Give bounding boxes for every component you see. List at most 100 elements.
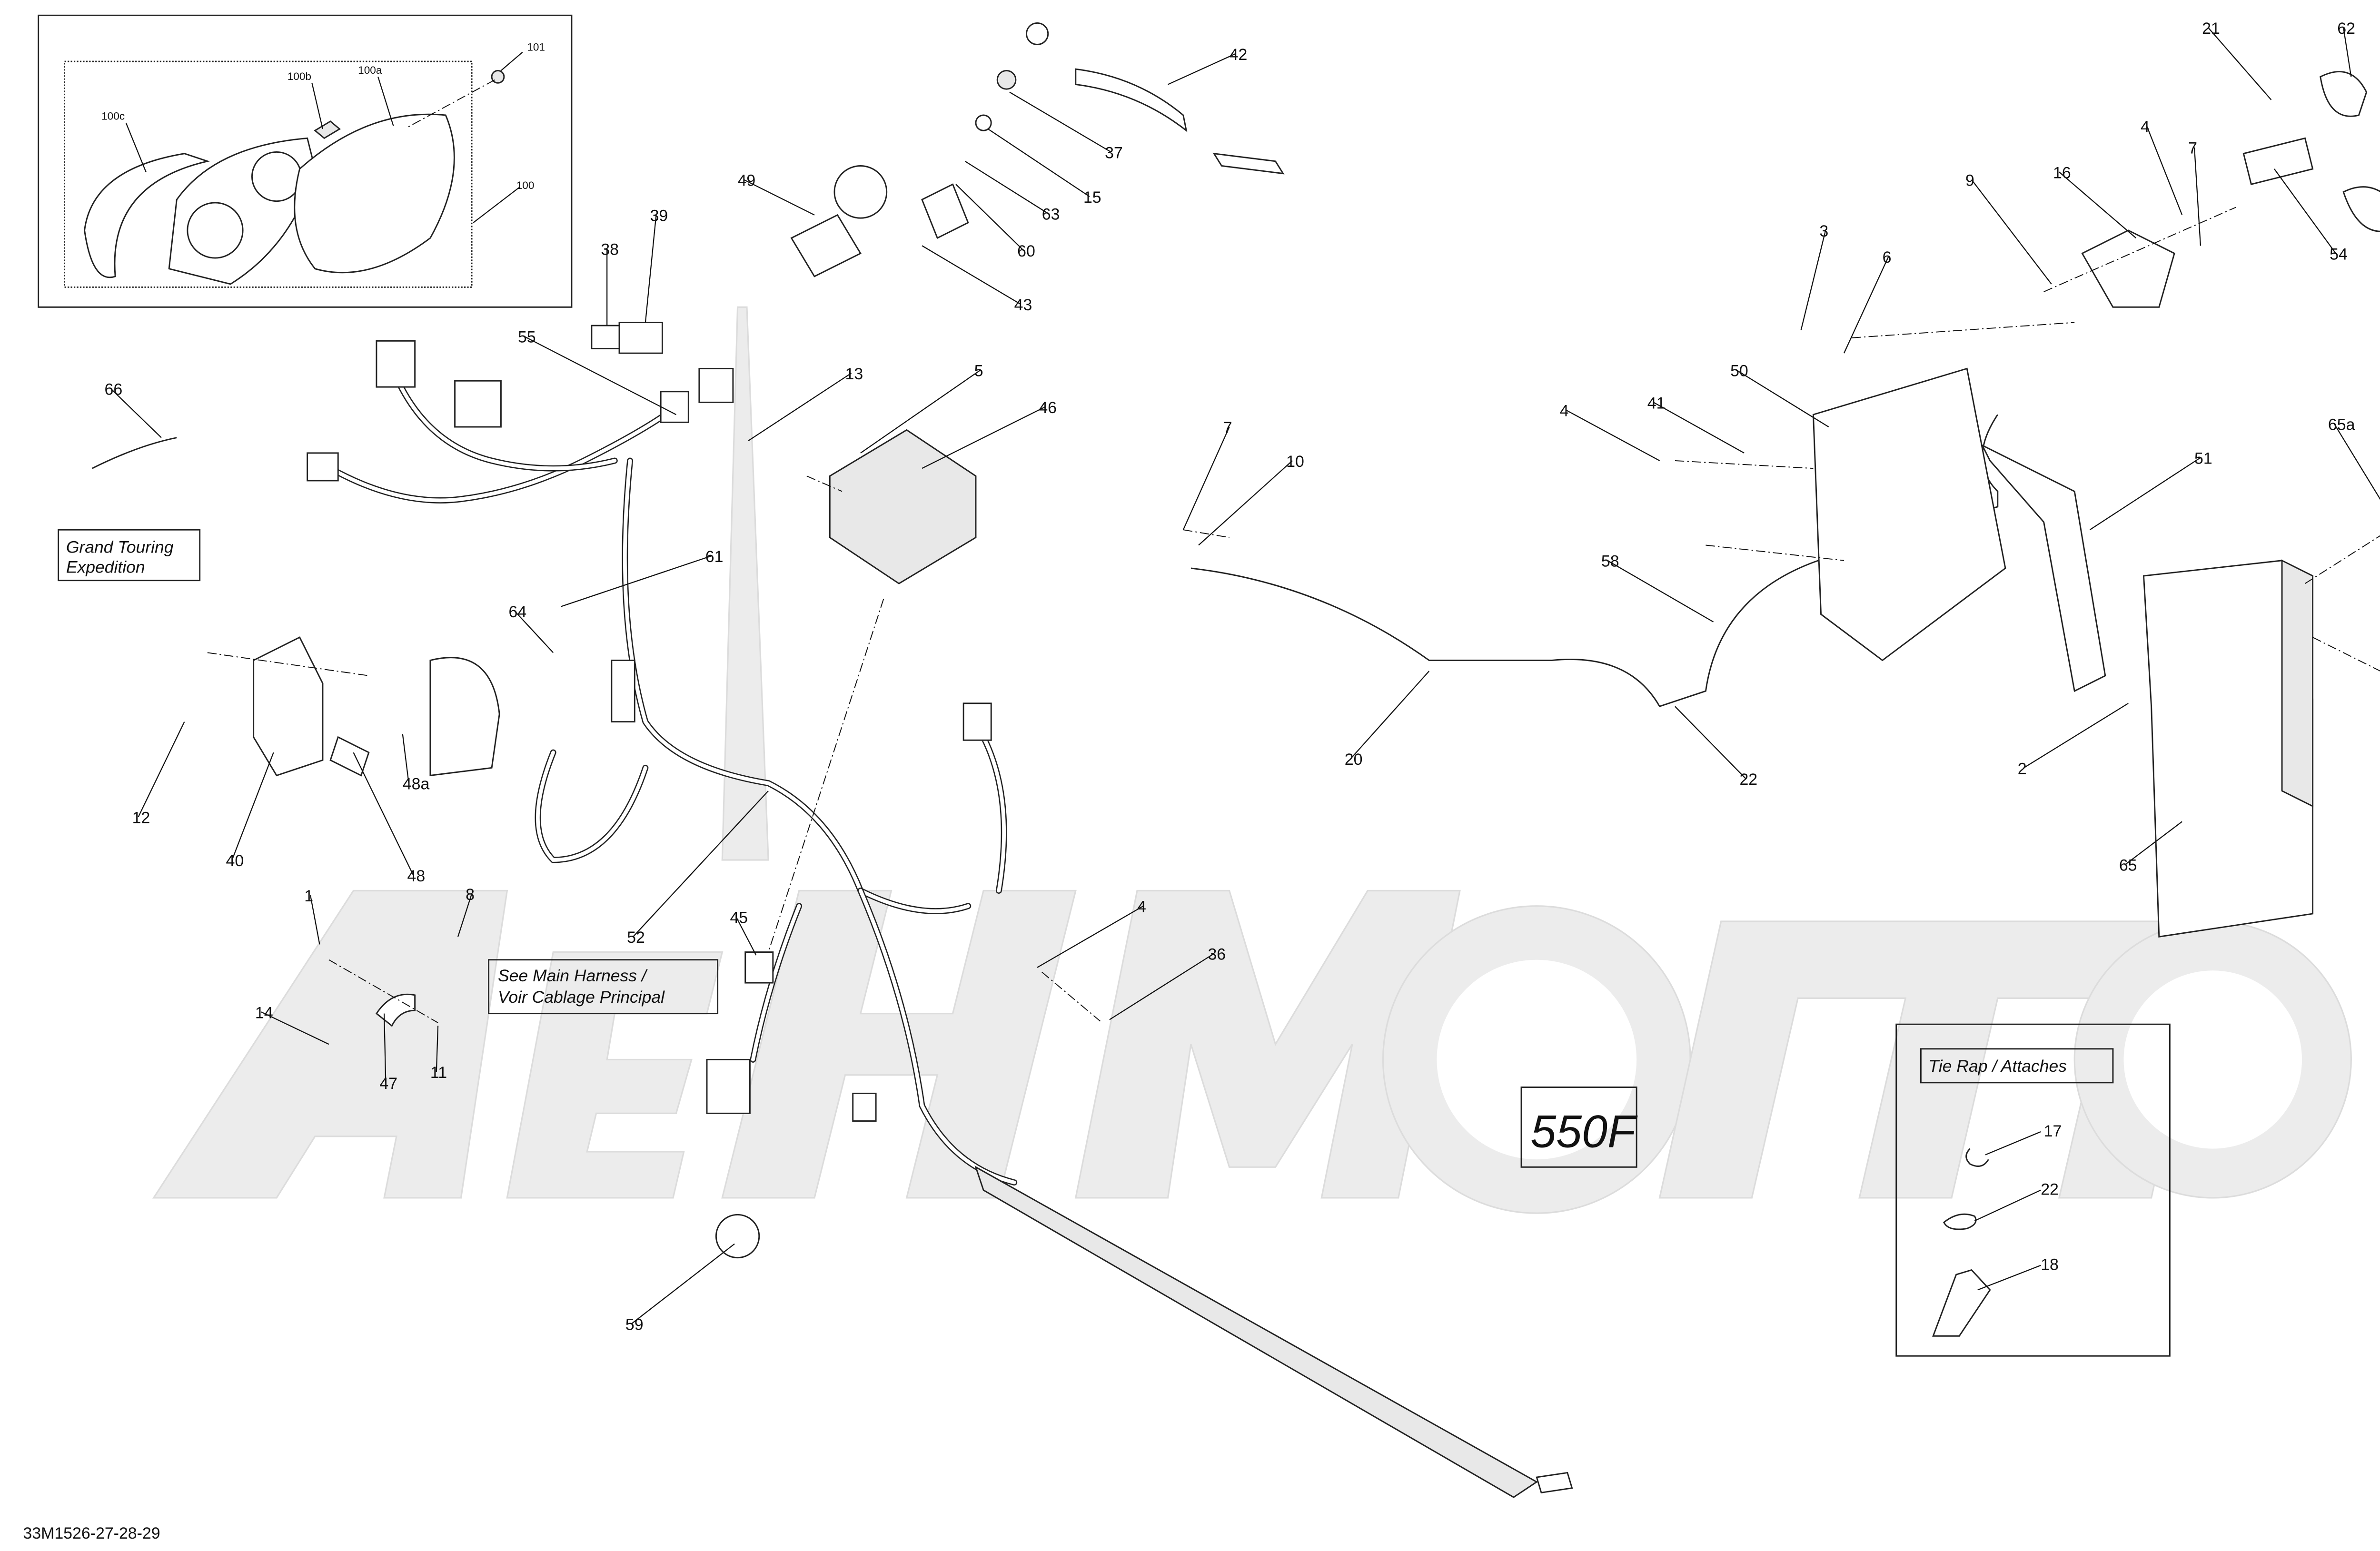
callout: 43 — [1014, 296, 1032, 314]
leader-line — [1037, 905, 1144, 968]
leader-line — [1009, 91, 1111, 153]
leader-line — [2273, 168, 2336, 254]
leader-line — [2333, 423, 2380, 500]
callout: 7 — [1223, 419, 1232, 437]
leader-line — [922, 245, 1021, 305]
leader-line — [2089, 457, 2201, 531]
leader-line — [436, 1026, 439, 1072]
callout: 52 — [627, 929, 645, 947]
callout: 38 — [601, 241, 619, 259]
callout-100c: 100c — [101, 110, 125, 122]
wire-core — [536, 751, 647, 862]
callout: 62 — [2337, 20, 2355, 38]
callout: 4 — [2141, 118, 2150, 136]
leader-line — [1675, 706, 1746, 779]
leader-line — [1182, 426, 1230, 530]
callout-17: 17 — [2044, 1122, 2062, 1140]
callout: 5 — [974, 362, 983, 380]
note-text: Expedition — [66, 558, 145, 577]
connector — [591, 325, 623, 349]
leader-line — [988, 128, 1090, 197]
callout: 36 — [1208, 946, 1226, 964]
wire-core — [328, 405, 678, 503]
callout: 61 — [705, 548, 724, 566]
callout-100: 100 — [516, 179, 535, 191]
leader-line — [1800, 230, 1826, 331]
callout: 39 — [650, 207, 668, 225]
callout: 12 — [132, 809, 150, 827]
leader-line — [955, 184, 1024, 251]
callout: 8 — [466, 886, 475, 904]
wire — [327, 404, 679, 504]
callout: 7 — [2188, 139, 2197, 158]
connector — [454, 380, 502, 428]
callout: 14 — [255, 1004, 273, 1022]
leader-line — [524, 336, 676, 415]
wire-core — [397, 382, 617, 470]
leader-line — [261, 1011, 329, 1045]
leader-line — [514, 611, 554, 653]
callout-22: 22 — [2041, 1180, 2059, 1198]
leader-line — [231, 752, 274, 860]
leader-line — [1566, 409, 1660, 462]
leader-line — [2125, 821, 2182, 865]
leader-line — [1109, 953, 1214, 1020]
leader-line — [1736, 369, 1829, 427]
components — [92, 22, 2380, 1498]
leader-line — [645, 215, 657, 323]
callout: 22 — [1739, 771, 1757, 789]
callout: 20 — [1345, 751, 1363, 769]
wire-core — [982, 735, 1006, 893]
callout: 3 — [1819, 222, 1828, 240]
callout: 10 — [1286, 453, 1304, 471]
connector — [706, 1058, 751, 1114]
callout: 6 — [1883, 248, 1892, 267]
leader-line — [1198, 460, 1293, 546]
callout: 60 — [1017, 242, 1035, 260]
callout: 54 — [2330, 245, 2348, 263]
leader-line — [353, 752, 414, 876]
callout: 59 — [625, 1315, 644, 1334]
leader-line — [138, 721, 185, 818]
callout: 15 — [1083, 188, 1101, 207]
callout-18: 18 — [2041, 1256, 2059, 1274]
note-text: Voir Cablage Principal — [498, 988, 665, 1007]
leader-line — [310, 895, 320, 945]
leader-line — [1607, 560, 1714, 622]
callout: 41 — [1647, 394, 1666, 412]
callout-100b: 100b — [288, 70, 311, 82]
leader-line — [2059, 171, 2137, 238]
diagram-code: 33M1526-27-28-29 — [23, 1524, 160, 1542]
connector — [376, 340, 416, 388]
callout: 16 — [2053, 164, 2071, 182]
model-badge-text: 550F — [1530, 1105, 1638, 1157]
leader-line — [1168, 53, 1236, 85]
leader-line — [633, 790, 769, 938]
callout: 66 — [105, 380, 123, 398]
leader-line — [402, 734, 409, 783]
leader-line — [457, 893, 473, 937]
tie-rap-title: Tie Rap / Attaches — [1929, 1057, 2067, 1076]
callout: 21 — [2202, 20, 2220, 38]
note-text: See Main Harness / — [498, 966, 648, 985]
callout-100a: 100a — [358, 64, 382, 76]
callout: 48 — [407, 867, 426, 885]
leader-line — [2146, 126, 2183, 216]
main-harness-note: See Main Harness / Voir Cablage Principa… — [488, 959, 719, 1015]
grand-touring-note: Grand Touring Expedition — [58, 529, 201, 582]
leader-line — [110, 388, 162, 438]
callout: 55 — [518, 328, 536, 346]
callout: 51 — [2194, 449, 2212, 467]
leader-line — [2343, 27, 2352, 77]
callout-101: 101 — [527, 41, 545, 53]
leader-line — [2208, 27, 2272, 100]
leader-line — [964, 160, 1049, 214]
callout: 58 — [1601, 553, 1619, 571]
callout: 65a — [2328, 415, 2355, 434]
callout: 4 — [1560, 402, 1569, 420]
connector — [611, 660, 635, 723]
connector — [852, 1092, 877, 1122]
callout: 47 — [379, 1075, 397, 1093]
